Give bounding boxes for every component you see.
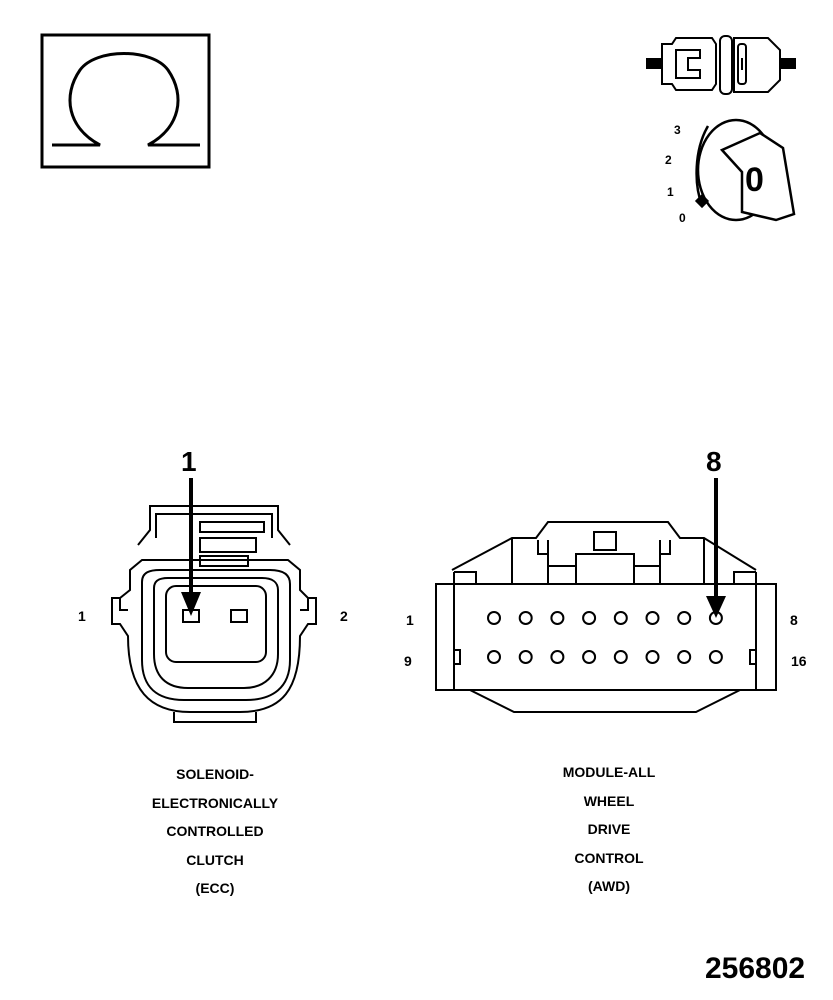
- awd-label-line: MODULE-ALL: [562, 764, 656, 780]
- document-number: 256802: [705, 952, 806, 985]
- awd-connector-label: MODULE-ALL WHEEL DRIVE CONTROL (AWD): [494, 758, 724, 901]
- awd-pin-label-bottom-left: 9: [404, 653, 412, 669]
- awd-pin-cavity-6: [645, 611, 660, 625]
- ignition-position-2: 2: [665, 153, 672, 167]
- awd-pin-cavity-9: [487, 650, 501, 664]
- ecc-terminal-2: [230, 609, 248, 623]
- awd-pin-cavity-10: [518, 650, 533, 664]
- ecc-label-line: CONTROLLED: [166, 823, 264, 839]
- awd-pin-cavity-4: [582, 611, 597, 625]
- ecc-label-line: SOLENOID-: [176, 766, 254, 782]
- ecc-label-line: CLUTCH: [186, 851, 244, 868]
- awd-pin-label-top-left: 1: [406, 612, 414, 628]
- awd-pin-cavity-14: [645, 650, 660, 664]
- awd-pin-cavity-8: [708, 611, 723, 625]
- ecc-connector-label: SOLENOID- ELECTRONICALLY CONTROLLED CLUT…: [100, 760, 330, 903]
- awd-pin-cavity-2: [518, 611, 533, 625]
- ignition-position-3: 3: [674, 123, 681, 137]
- ecc-terminal-1: [182, 609, 200, 623]
- ignition-key-mark: 0: [745, 161, 764, 199]
- ecc-label-line: ELECTRONICALLY: [151, 794, 279, 811]
- awd-pin-cavity-13: [613, 650, 628, 664]
- ecc-callout-pin: 1: [181, 446, 197, 477]
- ignition-position-0: 0: [679, 211, 686, 225]
- awd-label-line: DRIVE: [587, 821, 631, 837]
- awd-pin-cavity-11: [550, 650, 565, 664]
- ecc-pin-label-left: 1: [78, 608, 86, 624]
- awd-pin-label-top-right: 8: [790, 612, 798, 628]
- ecc-pin-label-right: 2: [340, 608, 348, 624]
- awd-pin-cavity-15: [677, 650, 692, 664]
- awd-pin-cavity-5: [613, 611, 628, 625]
- awd-label-line: (AWD): [588, 878, 630, 894]
- awd-pin-cavity-7: [677, 611, 692, 625]
- awd-pin-cavity-12: [582, 650, 597, 664]
- awd-pin-cavity-1: [487, 611, 501, 625]
- ignition-position-1: 1: [667, 185, 674, 199]
- awd-callout-pin: 8: [706, 446, 722, 477]
- awd-pin-cavity-3: [550, 611, 565, 625]
- ecc-label-line: (ECC): [195, 880, 235, 896]
- awd-pin-cavity-16: [708, 650, 723, 664]
- awd-pin-label-bottom-right: 16: [791, 653, 807, 669]
- awd-label-line: WHEEL: [583, 792, 635, 809]
- awd-label-line: CONTROL: [574, 849, 644, 866]
